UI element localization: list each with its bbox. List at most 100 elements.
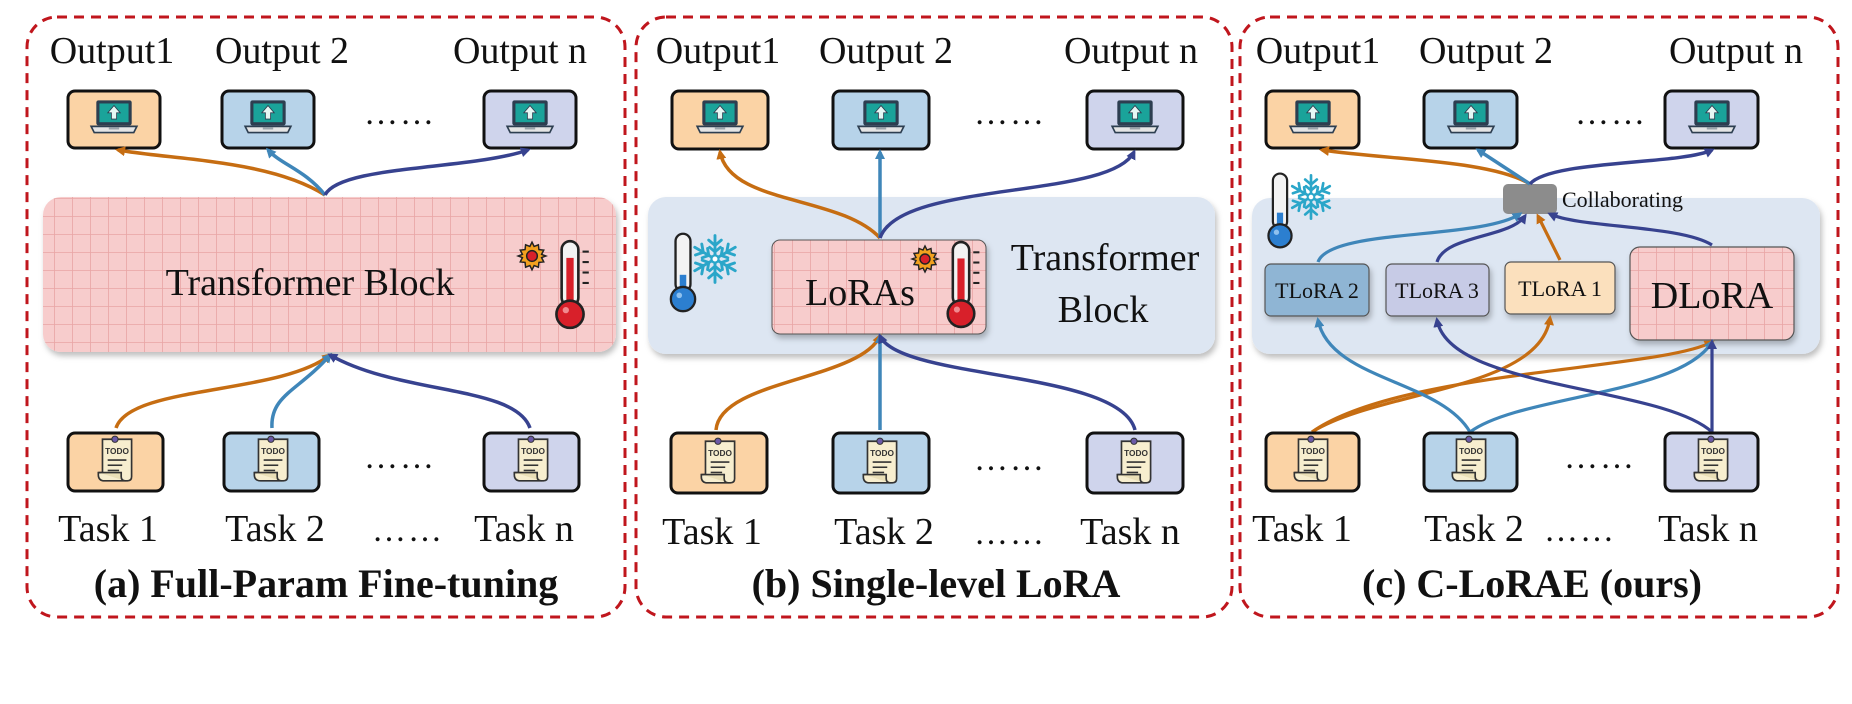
output-box xyxy=(670,89,770,151)
arrow-navy xyxy=(878,333,1137,431)
arrow-navy xyxy=(1435,213,1527,263)
lora-label: LoRAs xyxy=(805,272,915,314)
laptop-upload-icon xyxy=(244,99,292,134)
thermometer-cold-icon xyxy=(1267,172,1293,249)
arrow-blue xyxy=(270,352,332,429)
task-box xyxy=(1663,431,1760,493)
task-box xyxy=(482,431,581,493)
laptop-upload-icon xyxy=(506,99,554,134)
thermometer-cold-icon xyxy=(669,232,697,313)
ellipsis: …… xyxy=(974,441,1046,478)
task-label: Task n xyxy=(474,508,574,550)
dlora-label: DLoRA xyxy=(1651,275,1774,317)
arrow-navy xyxy=(1528,148,1715,186)
panel-c-frame xyxy=(1238,15,1840,619)
panel-caption: (a) Full-Param Fine-tuning xyxy=(94,561,558,606)
laptop-upload-icon xyxy=(857,99,905,134)
arrow-orange xyxy=(115,146,326,197)
todo-note-icon xyxy=(513,435,549,482)
output-box xyxy=(1264,89,1361,150)
output-label: Output1 xyxy=(656,30,781,72)
output-box xyxy=(482,89,578,150)
task-label: Task 1 xyxy=(1252,508,1352,550)
arrow-orange xyxy=(1319,146,1531,186)
output-box xyxy=(831,89,931,151)
arrow-orange xyxy=(714,333,882,431)
ellipsis: …… xyxy=(1564,439,1636,476)
task-label: Task 1 xyxy=(58,508,158,550)
laptop-upload-icon xyxy=(696,99,744,134)
output-label: Output1 xyxy=(1256,30,1381,72)
ellipsis: …… xyxy=(974,95,1046,132)
panel-caption: (c) C-LoRAE (ours) xyxy=(1362,561,1702,606)
output-box xyxy=(220,89,316,150)
panel-b-frame xyxy=(634,15,1234,619)
task-box xyxy=(222,431,321,493)
output-label: Output n xyxy=(453,30,587,72)
task-label: Task n xyxy=(1658,508,1758,550)
laptop-upload-icon xyxy=(1447,99,1495,134)
panel-a-frame xyxy=(25,15,627,619)
laptop-upload-icon xyxy=(1289,99,1337,134)
output-label: Output 2 xyxy=(1419,30,1553,72)
arrow-navy xyxy=(878,149,1136,239)
ellipsis: …… xyxy=(372,512,444,549)
arrow-blue xyxy=(1314,317,1472,433)
task-box xyxy=(66,431,165,493)
panel-a: Output1 Output 2 Output n …… Transformer… xyxy=(25,15,627,619)
task-label: Task 2 xyxy=(225,508,325,550)
task-box xyxy=(1085,431,1185,495)
panel-b: Output1 Output 2 Output n …… LoRAs Trans… xyxy=(634,15,1234,619)
todo-note-icon xyxy=(97,435,133,482)
todo-note-icon xyxy=(1116,437,1152,484)
output-box xyxy=(1422,89,1519,150)
task-label: Task 2 xyxy=(834,511,934,553)
todo-note-icon xyxy=(253,435,289,482)
task-box xyxy=(1422,431,1519,493)
output-box xyxy=(66,89,162,150)
tlora-module xyxy=(1385,263,1490,317)
task-label: Task 2 xyxy=(1424,508,1524,550)
arrow-orange xyxy=(1311,340,1715,434)
collaborating-label: Collaborating xyxy=(1562,187,1683,212)
tlora-module xyxy=(1264,263,1370,317)
laptop-upload-icon xyxy=(1111,99,1159,134)
collaborating-router xyxy=(1503,184,1557,214)
output-box xyxy=(1085,89,1185,151)
ellipsis: …… xyxy=(364,439,436,476)
todo-note-icon xyxy=(1693,435,1729,482)
arrow-navy xyxy=(1547,212,1713,247)
panel-c: Output1 Output 2 Output n …… Collaborati… xyxy=(1238,15,1840,619)
arrow-orange xyxy=(114,353,333,429)
tlora-label: TLoRA 3 xyxy=(1395,278,1479,303)
output-label: Output1 xyxy=(50,30,175,72)
tlora-module xyxy=(1504,261,1616,315)
ellipsis: …… xyxy=(1575,95,1647,132)
laptop-upload-icon xyxy=(90,99,138,134)
arrow-navy xyxy=(1433,317,1714,434)
transformer-block xyxy=(43,197,616,352)
arrow-blue xyxy=(265,147,327,197)
ellipsis: …… xyxy=(364,95,436,132)
transformer-block-label: Transformer Block xyxy=(166,262,455,304)
task-box xyxy=(831,431,931,495)
task-label: Task n xyxy=(1080,511,1180,553)
transformer-block-label: Block xyxy=(1058,289,1149,331)
arrow-orange xyxy=(716,149,882,240)
arrow-blue xyxy=(1316,212,1523,263)
output-label: Output n xyxy=(1064,30,1198,72)
todo-note-icon xyxy=(700,437,736,484)
output-label: Output n xyxy=(1669,30,1803,72)
arrow-navy xyxy=(327,353,532,429)
output-label: Output 2 xyxy=(819,30,953,72)
laptop-upload-icon xyxy=(1688,99,1736,134)
tlora-label: TLoRA 2 xyxy=(1275,278,1359,303)
task-box xyxy=(1264,431,1361,493)
task-label: Task 1 xyxy=(662,511,762,553)
transformer-block-label: Transformer xyxy=(1011,237,1200,279)
task-box xyxy=(669,431,769,495)
todo-note-icon xyxy=(1293,435,1329,482)
output-label: Output 2 xyxy=(215,30,349,72)
todo-note-icon xyxy=(1451,435,1487,482)
